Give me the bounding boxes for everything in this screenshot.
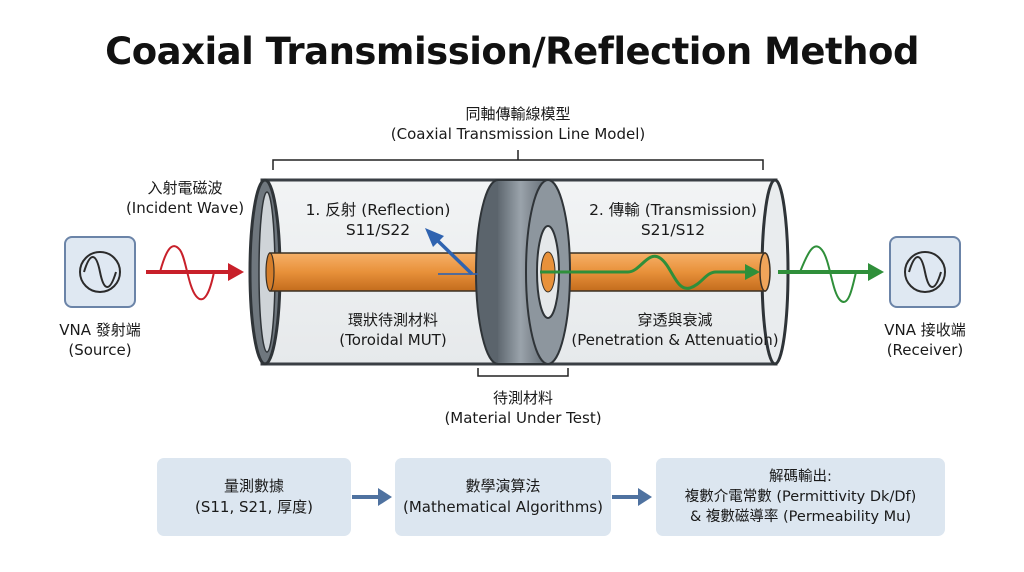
mut-bracket [477, 368, 569, 377]
source-sine-icon [83, 256, 117, 288]
model-label: 同軸傳輸線模型 (Coaxial Transmission Line Model… [390, 105, 646, 143]
incident-wave [159, 245, 215, 301]
incident-label: 入射電磁波 (Incident Wave) [125, 179, 245, 217]
step-algorithms: 數學演算法 (Mathematical Algorithms) [395, 458, 611, 536]
step-measurement: 量測數據 (S11, S21, 厚度) [157, 458, 351, 536]
transmission-label: 2. 傳輸 (Transmission) S21/S12 [589, 201, 757, 239]
step-output: 解碼輸出: 複數介電常數 (Permittivity Dk/Df) & 複數磁導… [656, 458, 945, 536]
mut-label: 待測材料 (Material Under Test) [444, 389, 602, 427]
source-label: VNA 發射端 (Source) [59, 321, 141, 359]
transmitted-wave [799, 245, 857, 303]
receiver-label: VNA 接收端 (Receiver) [884, 321, 966, 359]
reflection-label: 1. 反射 (Reflection) S11/S22 [305, 201, 451, 239]
model-bracket [272, 150, 764, 170]
toroid-label: 環狀待測材料 (Toroidal MUT) [339, 311, 447, 349]
reflection-arrow [435, 238, 474, 276]
penetration-label: 穿透與衰減 (Penetration & Attenuation) [571, 311, 779, 349]
diagram-title: Coaxial Transmission/Reflection Method [105, 30, 919, 73]
transmission-wave-inside [540, 254, 748, 290]
receiver-sine-icon [908, 256, 942, 288]
